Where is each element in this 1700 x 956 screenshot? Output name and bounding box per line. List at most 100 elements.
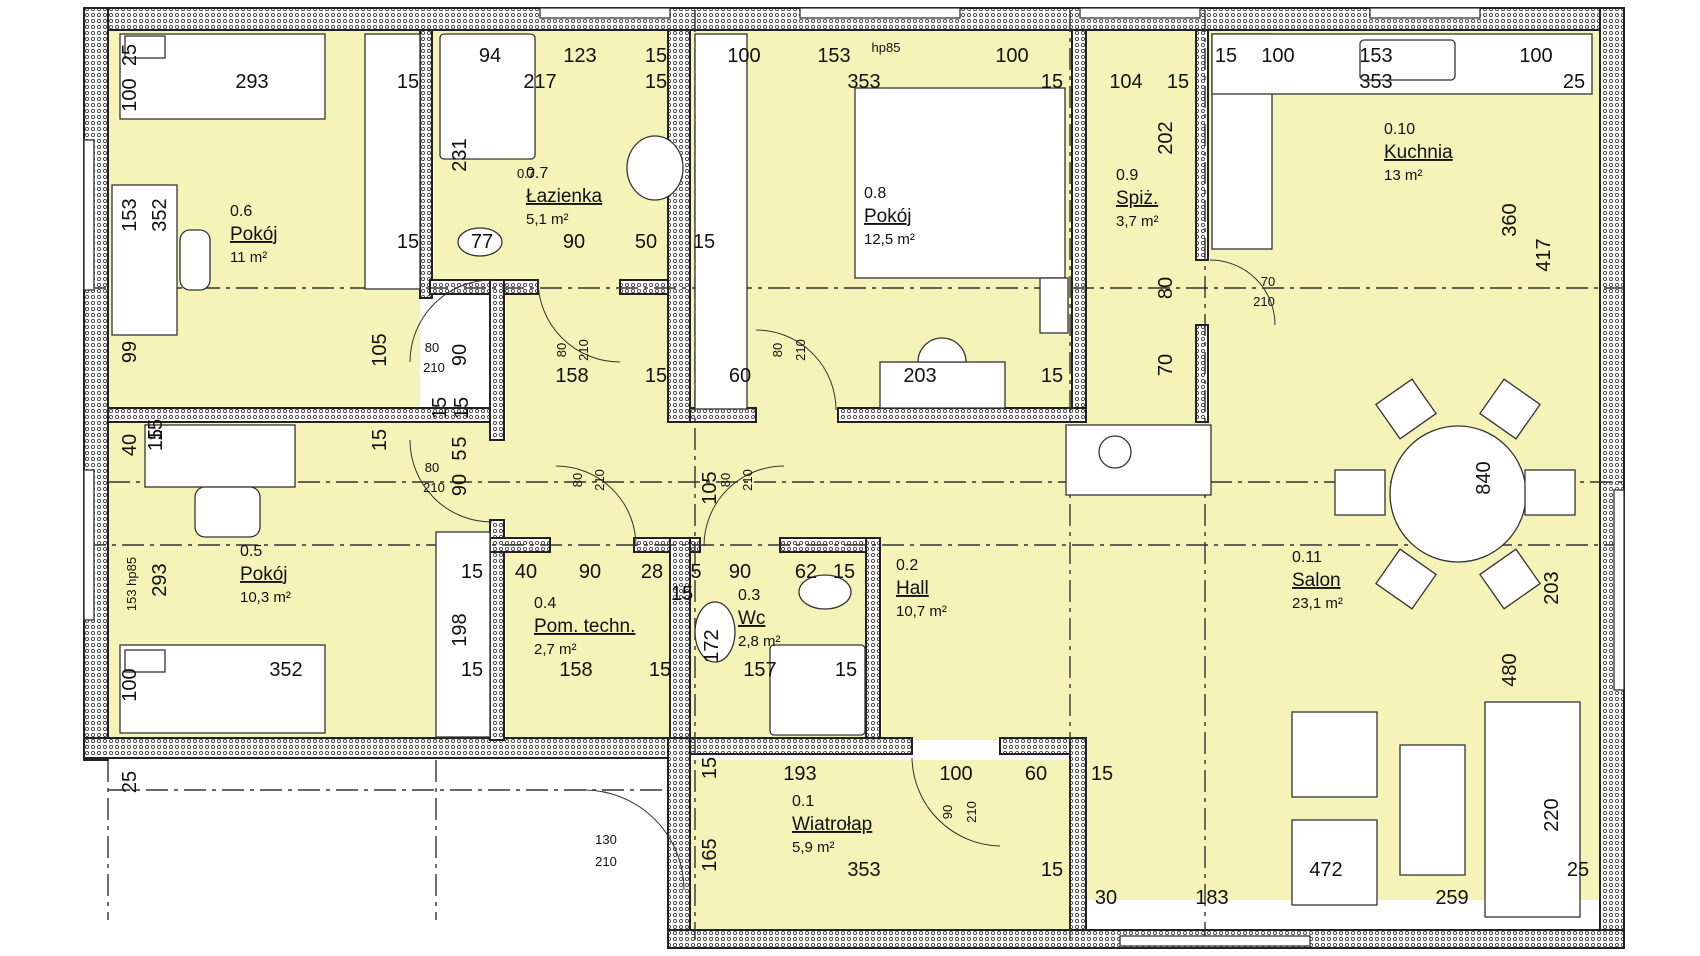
dimension-label: 15 <box>671 583 693 605</box>
room-number: 0.6 <box>230 203 252 220</box>
dimension-label: 172 <box>701 629 723 662</box>
dimension-label: 259 <box>1435 887 1468 909</box>
dimension-label: 40 <box>119 434 141 456</box>
dimension-label: 15 <box>833 561 855 583</box>
dimension-label: 198 <box>449 613 471 646</box>
dimension-label: 123 <box>563 45 596 67</box>
dimension-label: 80 <box>570 473 585 487</box>
dimension-label: 100 <box>939 763 972 785</box>
room-area: 5,9 m² <box>792 839 835 856</box>
room-number: 0.1 <box>792 793 814 810</box>
dimension-label: 183 <box>1195 887 1228 909</box>
dimension-label: 210 <box>576 339 591 361</box>
dimension-label: 90 <box>449 474 471 496</box>
dimension-label: 210 <box>423 360 445 375</box>
dimension-label: 15 <box>397 71 419 93</box>
dimension-label: 90 <box>563 231 585 253</box>
room-number: 0.7 <box>526 165 548 182</box>
room-number: 0.2 <box>896 557 918 574</box>
dimension-label: 15 <box>145 419 167 441</box>
dimension-label: 100 <box>119 668 141 701</box>
dimension-label: 15 <box>1215 45 1237 67</box>
dimension-label: 153 <box>119 198 141 231</box>
dimension-label: 417 <box>1533 238 1555 271</box>
dimension-label: 15 <box>397 231 419 253</box>
dimension-label: 15 <box>1167 71 1189 93</box>
dimension-label: 353 <box>847 71 880 93</box>
furniture <box>111 33 1593 918</box>
dimension-label: 100 <box>1261 45 1294 67</box>
dimension-label: 15 <box>461 659 483 681</box>
dimension-label: 15 <box>369 429 391 451</box>
dimension-label: 90 <box>940 805 955 819</box>
dimension-label: 353 <box>847 859 880 881</box>
dimension-label: 100 <box>995 45 1028 67</box>
dimension-label: 210 <box>740 469 755 491</box>
dimension-label: 105 <box>699 471 721 504</box>
room-number: 0.10 <box>1384 121 1415 138</box>
dimension-label: 15 <box>699 757 721 779</box>
walls <box>83 7 1625 949</box>
dimension-label: 99 <box>119 341 141 363</box>
dimension-label: 840 <box>1473 461 1495 494</box>
dimension-label: 77 <box>471 231 493 253</box>
room-name: Wiatrołap <box>792 814 872 835</box>
room-name: Wc <box>738 608 765 629</box>
room-name: Spiż. <box>1116 188 1158 209</box>
dimension-label: 293 <box>235 71 268 93</box>
dimension-label: 15 <box>1041 71 1063 93</box>
dimension-label: 94 <box>479 45 501 67</box>
room-number: 0.9 <box>1116 167 1138 184</box>
dimension-label: 25 <box>119 771 141 793</box>
dimension-label: 104 <box>1109 71 1142 93</box>
dimension-label: hp85 <box>872 40 901 55</box>
windows <box>83 7 1625 947</box>
room-number: 0.3 <box>738 587 760 604</box>
dimension-label: 70 <box>1155 354 1177 376</box>
room-name: Kuchnia <box>1384 142 1453 163</box>
dimension-label: 15 <box>693 231 715 253</box>
room-area: 11 m² <box>230 249 267 266</box>
room-area: 13 m² <box>1384 167 1422 184</box>
room-area: 5,1 m² <box>526 211 569 228</box>
dimension-label: 210 <box>423 480 445 495</box>
dimension-label: 70 <box>1261 274 1275 289</box>
dimension-label: 100 <box>119 78 141 111</box>
dimension-label: 105 <box>369 333 391 366</box>
room-area: 10,3 m² <box>240 589 291 606</box>
dimension-label: 472 <box>1309 859 1342 881</box>
dimension-label: 203 <box>903 365 936 387</box>
room-number: 0.4 <box>534 595 556 612</box>
dimension-label: 80 <box>718 473 733 487</box>
dimension-label: 158 <box>555 365 588 387</box>
room-area: 2,7 m² <box>534 641 577 658</box>
dimension-label: 5 <box>690 561 701 583</box>
dimension-label: 480 <box>1499 653 1521 686</box>
dimension-label: 15 <box>1041 365 1063 387</box>
dimension-label: 153 hp85 <box>124 557 139 611</box>
dimension-label: 15 <box>645 365 667 387</box>
dimension-label: 40 <box>515 561 537 583</box>
dimension-label: 15 <box>461 561 483 583</box>
dimension-label: 80 <box>425 340 439 355</box>
dimension-label: 50 <box>635 231 657 253</box>
dimension-label: 100 <box>727 45 760 67</box>
dimension-label: 15 <box>645 71 667 93</box>
dimension-label: 15 <box>645 45 667 67</box>
dimension-label: 210 <box>592 469 607 491</box>
room-name: Pokój <box>240 564 288 585</box>
room-name: Pokój <box>864 206 912 227</box>
dimension-label: 352 <box>269 659 302 681</box>
dimension-label: 90 <box>579 561 601 583</box>
room-area: 12,5 m² <box>864 231 915 248</box>
dimension-label: 60 <box>729 365 751 387</box>
dimension-label: 5 <box>449 449 471 460</box>
dimension-label: 15 <box>649 659 671 681</box>
room-area: 3,7 m² <box>1116 213 1159 230</box>
dimension-label: 15 <box>835 659 857 681</box>
dimension-label: 80 <box>425 460 439 475</box>
dimension-label: 231 <box>449 138 471 171</box>
door-swings <box>409 259 1276 891</box>
